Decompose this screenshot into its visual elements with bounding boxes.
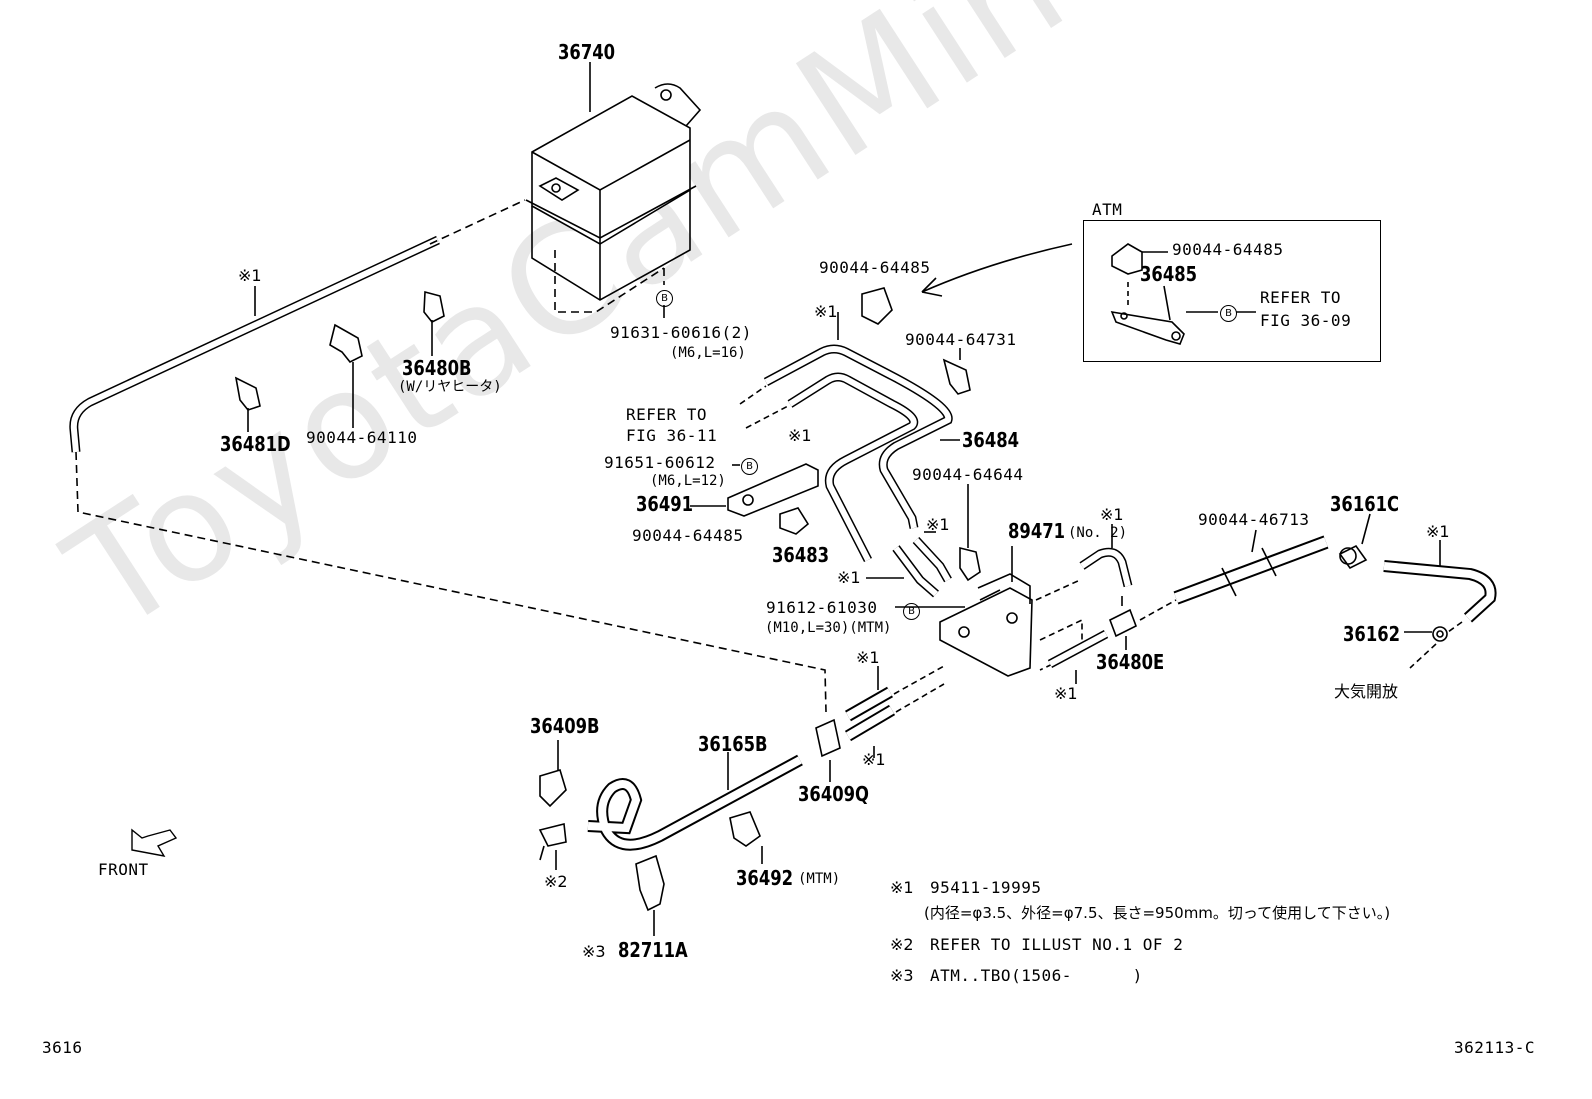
label-91631-spec: (M6,L=16) <box>670 345 746 361</box>
label-36491: 36491 <box>636 492 694 516</box>
label-82711a: 82711A <box>618 938 688 962</box>
label-36480b: 36480B <box>402 356 472 380</box>
bolt-mark-b: B <box>656 288 673 307</box>
label-x1-lower-right: ※1 <box>1054 684 1078 703</box>
label-90044-64110: 90044-64110 <box>306 428 418 447</box>
label-x2: ※2 <box>544 872 568 891</box>
label-89471-no2: (No. 2) <box>1068 525 1128 541</box>
label-36481d: 36481D <box>220 432 291 456</box>
label-36162: 36162 <box>1343 622 1401 646</box>
label-90044-64644: 90044-64644 <box>912 465 1024 484</box>
label-fig-36-11: FIG 36-11 <box>626 426 718 445</box>
clip-shapes <box>234 290 445 411</box>
label-36484: 36484 <box>962 428 1020 452</box>
label-36492-note: (MTM) <box>798 871 841 887</box>
inset-label-36485: 36485 <box>1140 262 1198 286</box>
label-x1-mid: ※1 <box>788 426 812 445</box>
label-x3: ※3 <box>582 942 606 961</box>
atm-inset-frame <box>1083 220 1381 362</box>
vsv-89471 <box>939 573 1033 677</box>
label-91651-60612: 91651-60612 <box>604 453 716 472</box>
note-1-mark: ※1 <box>890 878 914 897</box>
label-atmosphere-open: 大気開放 <box>1334 682 1399 701</box>
label-90044-46713: 90044-46713 <box>1198 510 1310 529</box>
label-91612-61030: 91612-61030 <box>766 598 878 617</box>
canister-36740 <box>525 83 702 301</box>
note-1-detail: (内径=φ3.5、外径=φ7.5、長さ=950mm。切って使用して下さい。) <box>924 904 1391 922</box>
label-36409b: 36409B <box>530 714 600 738</box>
label-36492: 36492 <box>736 866 794 890</box>
label-x1-valve-a: ※1 <box>926 515 950 534</box>
label-x1-lower-a: ※1 <box>856 648 880 667</box>
label-x1-left-hose: ※1 <box>238 266 262 285</box>
label-36480e: 36480E <box>1096 650 1165 674</box>
inset-label-90044-64485: 90044-64485 <box>1172 240 1284 259</box>
label-x1-valve-c: ※1 <box>837 568 861 587</box>
label-91631-60616: 91631-60616(2) <box>610 323 752 342</box>
inset-refer-to: REFER TO <box>1260 288 1342 307</box>
label-90044-64485-mid: 90044-64485 <box>632 526 744 545</box>
inset-title-atm: ATM <box>1092 200 1123 219</box>
bolt-mark-b-3: B <box>903 601 920 620</box>
label-91612-spec: (M10,L=30)(MTM) <box>765 620 892 636</box>
label-90044-64731: 90044-64731 <box>905 330 1017 349</box>
page-code-left: 3616 <box>42 1038 83 1057</box>
note-3-mark: ※3 <box>890 966 914 985</box>
bolt-mark-b-2: B <box>741 456 758 475</box>
note-2-mark: ※2 <box>890 935 914 954</box>
page-code-right: 362113-C <box>1454 1038 1536 1057</box>
inset-fig-36-09: FIG 36-09 <box>1260 311 1352 330</box>
label-front: FRONT <box>98 860 149 879</box>
label-36161c: 36161C <box>1330 492 1400 516</box>
label-36480b-note: (W/リヤヒータ) <box>398 379 502 395</box>
label-x1-valve-b: ※1 <box>1100 505 1124 524</box>
label-36483: 36483 <box>772 543 830 567</box>
note-2-text: REFER TO ILLUST NO.1 OF 2 <box>930 935 1184 954</box>
label-x1-upper: ※1 <box>814 302 838 321</box>
label-x1-right: ※1 <box>1426 522 1450 541</box>
label-36740: 36740 <box>558 40 616 64</box>
label-36165b: 36165B <box>698 732 768 756</box>
label-89471: 89471 <box>1008 519 1066 543</box>
label-91651-spec: (M6,L=12) <box>650 473 726 489</box>
label-refer-to-36-11: REFER TO <box>626 405 708 424</box>
note-3-text: ATM..TBO(1506- ) <box>930 966 1143 985</box>
note-1-text: 95411-19995 <box>930 878 1042 897</box>
label-90044-64485-top: 90044-64485 <box>819 258 931 277</box>
label-x1-lower-b: ※1 <box>862 750 886 769</box>
inset-bolt-mark-b: B <box>1220 303 1237 322</box>
label-36409q: 36409Q <box>798 782 870 806</box>
